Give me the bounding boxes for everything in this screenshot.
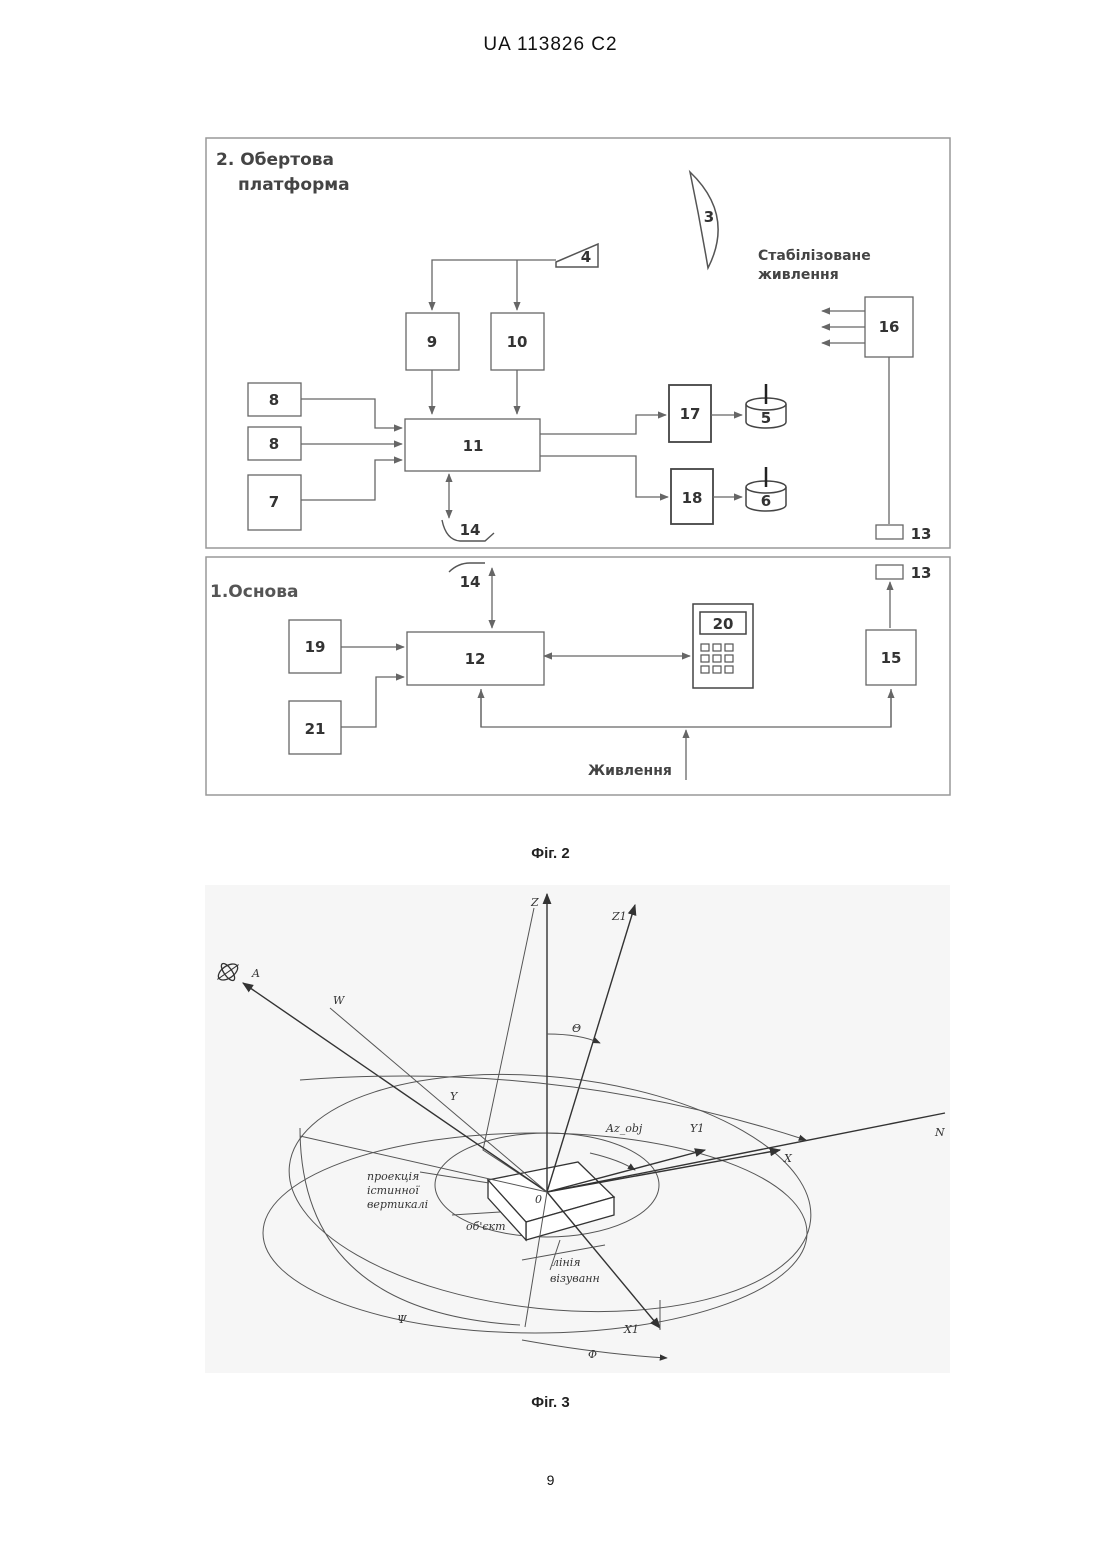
page-number: 9 [0, 1472, 1101, 1488]
axis-x-label: X [783, 1152, 793, 1165]
sight-line-label-line2: візуванн [550, 1272, 600, 1285]
angle-phi-label: Φ [588, 1348, 597, 1361]
axis-z-label: Z [530, 896, 539, 909]
axis-w-label: W [333, 994, 346, 1007]
angle-psi-label: Ψ [397, 1313, 407, 1326]
point-a-label: A [251, 967, 260, 980]
origin-o-label: 0 [535, 1193, 542, 1206]
axis-y1-label: Y1 [690, 1122, 704, 1135]
figure-3-caption: Фіг. 3 [0, 1394, 1101, 1411]
projection-label-line2: істинної [367, 1184, 420, 1197]
axis-x1-label: X1 [623, 1323, 639, 1336]
axis-z1-label: Z1 [611, 910, 627, 923]
az-obj-label: Az_obj [605, 1122, 643, 1135]
angle-theta-label: Θ [572, 1022, 581, 1035]
sight-line-label-line1: лінія [552, 1256, 581, 1269]
projection-label-line3: вертикалі [367, 1198, 428, 1211]
object-label: об'єкт [466, 1220, 506, 1233]
projection-label-line1: проекція [367, 1170, 419, 1183]
figure-3-coordinate-diagram: Z Z1 A W Θ Y Az_obj Y1 N X 0 X1 Ψ Φ прое… [0, 0, 1101, 1420]
axis-n-label: N [934, 1126, 945, 1139]
